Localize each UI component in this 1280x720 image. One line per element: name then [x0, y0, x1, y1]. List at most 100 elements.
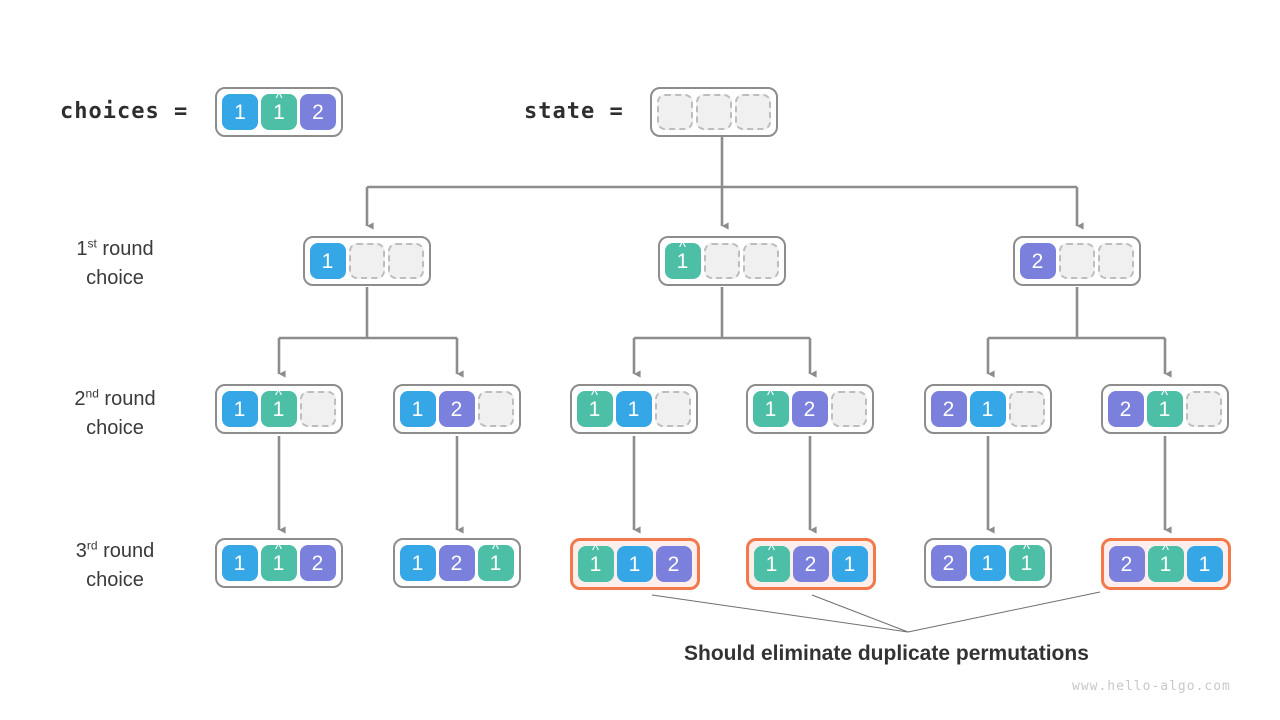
round-ordinal-suffix: rd [86, 538, 98, 553]
cell-value: 1 [399, 545, 436, 581]
cell-glyph: 1 [233, 551, 246, 575]
cell-empty [703, 243, 740, 279]
cell-glyph: 2 [450, 397, 463, 421]
cell-value: 1 [309, 243, 346, 279]
state-array-duplicate: 1^ 2 1 [745, 538, 876, 590]
state-array-node: 1^ 1 [569, 384, 698, 434]
cell-empty [1008, 391, 1045, 427]
cell-glyph: 1^ [588, 386, 601, 421]
cell-value: 2 [438, 391, 475, 427]
cell-glyph: 1 [628, 552, 641, 576]
cell-glyph: 2 [312, 100, 324, 124]
cell-glyph: 1 [234, 100, 246, 124]
cell-value-marked: 1^ [576, 386, 613, 427]
cell-glyph: 1 [233, 397, 246, 421]
caret-marker-icon: ^ [766, 386, 775, 404]
cell-value: 2 [930, 545, 967, 581]
cell-empty [348, 243, 385, 279]
cell-value: 1 [221, 391, 258, 427]
cell-empty [654, 391, 691, 427]
cell-empty [1185, 391, 1222, 427]
caret-marker-icon: ^ [274, 540, 283, 558]
cell-glyph: 1 [843, 552, 856, 576]
cell-empty [657, 94, 693, 130]
cell-glyph: 1 [1198, 552, 1211, 576]
cell-value-marked: 1^ [260, 386, 297, 427]
choices-label: choices = [60, 99, 189, 124]
cell-empty [735, 94, 771, 130]
caret-marker-icon: ^ [274, 386, 283, 404]
cell-glyph: 1 [981, 551, 994, 575]
cell-glyph: 2 [942, 551, 955, 575]
cell-value-marked: 1^ [260, 540, 297, 581]
cell-value: 2 [299, 545, 336, 581]
cell-glyph: 2 [942, 397, 955, 421]
cell-glyph: 1^ [272, 386, 285, 421]
caption-text: Should eliminate duplicate permutations [684, 642, 1089, 665]
round-ordinal-suffix: nd [85, 386, 99, 401]
state-array-node: 1 1^ 2 [214, 538, 343, 588]
cell-value-marked: 1^ [753, 541, 790, 582]
cell-value: 2 [300, 94, 336, 130]
cell-value: 2 [792, 546, 829, 582]
cell-value: 1 [1186, 546, 1223, 582]
cell-value: 1 [399, 391, 436, 427]
choices-array: 1 1^ 2 [215, 87, 343, 137]
cell-empty [1058, 243, 1095, 279]
cell-empty [830, 391, 867, 427]
cell-glyph: 1 [321, 249, 334, 273]
cell-value-marked: 1^ [752, 386, 789, 427]
round-label-line2: choice [86, 417, 144, 439]
cell-glyph: 2 [311, 551, 324, 575]
round-ordinal-number: 1 [76, 238, 88, 260]
round-word: round [98, 388, 156, 410]
caret-marker-icon: ^ [767, 541, 776, 559]
cell-value-marked: 1^ [1146, 386, 1183, 427]
cell-value: 1 [969, 545, 1006, 581]
round-label-line2: choice [86, 267, 144, 289]
cell-value: 1 [969, 391, 1006, 427]
cell-glyph: 1^ [1020, 540, 1033, 575]
cell-glyph: 1^ [1158, 386, 1171, 421]
cell-glyph: 1 [627, 397, 640, 421]
state-array-node: 2 [1012, 236, 1141, 286]
cell-value: 1 [616, 546, 653, 582]
cell-value-marked: 1^ [1147, 541, 1184, 582]
cell-empty [477, 391, 514, 427]
state-label: state = [524, 99, 624, 124]
cell-value-marked: 1^ [261, 89, 297, 130]
state-array-node: 2 1 1^ [923, 538, 1052, 588]
cell-glyph: 2 [450, 551, 463, 575]
cell-glyph: 2 [1120, 552, 1133, 576]
state-array-node: 1 [302, 236, 431, 286]
cell-glyph: 1^ [273, 89, 285, 124]
cell-value-marked: 1^ [477, 542, 514, 581]
caret-marker-icon: ^ [591, 541, 600, 559]
cell-value: 1 [221, 545, 258, 581]
cell-value: 1 [831, 546, 868, 582]
cell-glyph: 1^ [272, 540, 285, 575]
state-array-node: 1^ 2 [745, 384, 874, 434]
cell-glyph: 2 [667, 552, 680, 576]
cell-value: 2 [791, 391, 828, 427]
cell-glyph: 2 [1119, 397, 1132, 421]
cell-value: 1 [615, 391, 652, 427]
cell-glyph: 2 [803, 397, 816, 421]
cell-empty [387, 243, 424, 279]
state-array [650, 87, 778, 137]
state-array-node: 1 1^ [214, 384, 343, 434]
cell-value: 2 [438, 545, 475, 581]
cell-glyph: 1^ [676, 238, 689, 273]
cell-glyph: 1^ [1159, 541, 1172, 576]
cell-glyph: 2 [804, 552, 817, 576]
cell-value-marked: 1^ [577, 541, 614, 582]
cell-glyph: 2 [1031, 249, 1044, 273]
cell-value: 2 [1108, 546, 1145, 582]
